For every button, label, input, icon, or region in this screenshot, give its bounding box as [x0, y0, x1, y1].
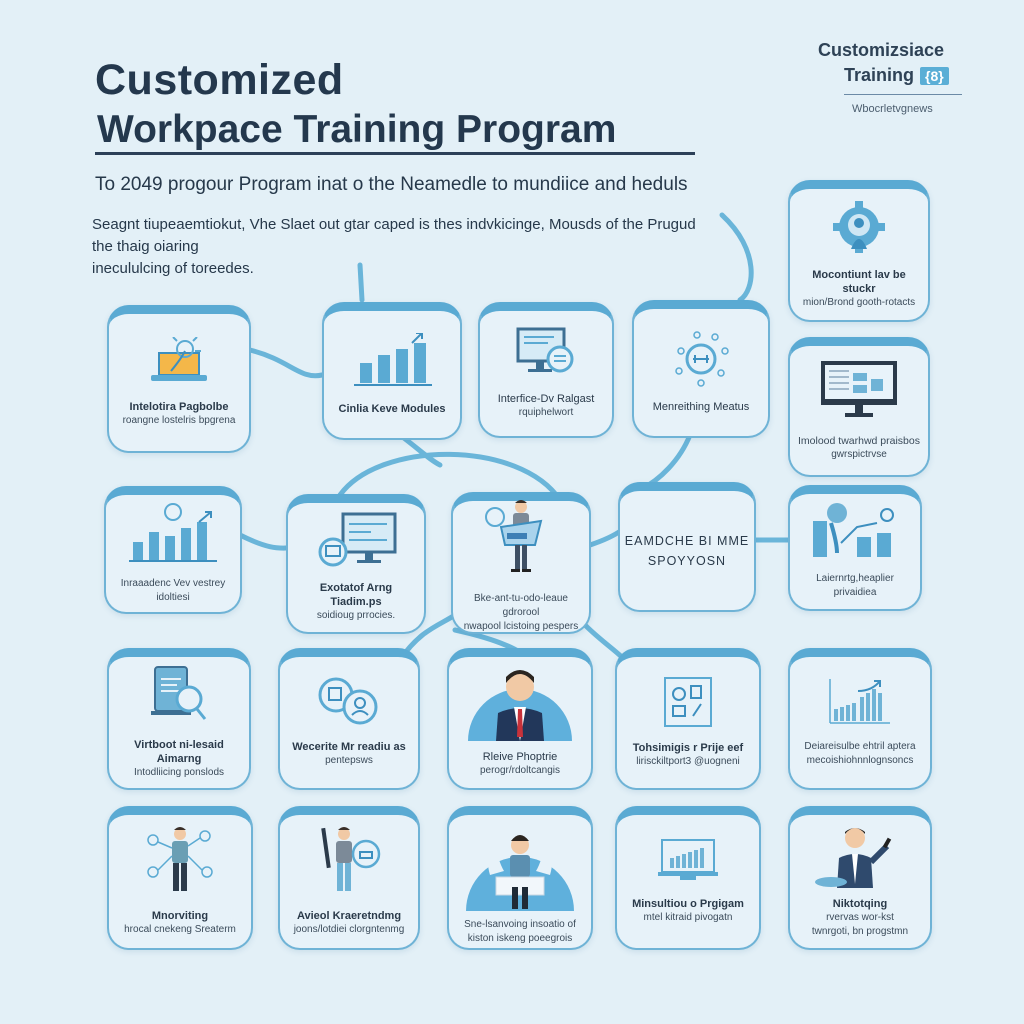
brand-badge-icon: {8} [920, 66, 949, 85]
card-subtitle: pentepsws [325, 755, 373, 766]
card-subtitle: rquiphelwort [518, 407, 574, 418]
card-subtitle: soidioug prrocies. [316, 610, 396, 621]
monitor-chart-icon [656, 838, 720, 889]
module-card[interactable]: Laiernrtg,heaplier privaidiea [788, 485, 922, 611]
module-card[interactable]: Avieol Kraeretndmg joons/lotdiei clorgnt… [278, 806, 420, 950]
card-title: Tohsimigis r Prije eef [632, 742, 744, 754]
network-hub-icon [671, 331, 731, 392]
desktop-dashboard-icon [819, 359, 899, 426]
brand-name: Customizsiace [818, 40, 945, 60]
tablet-search-icon [147, 665, 211, 730]
card-subtitle: hrocal cnekeng Sreaterm [124, 924, 236, 935]
module-card[interactable]: Virtboot ni-lesaid Aimarng Intodliicing … [107, 648, 251, 790]
card-subtitle: mtel kitraid pivogatn [643, 912, 733, 923]
person-tool-icon [314, 826, 384, 901]
card-subtitle: perogr/rdoltcangis [479, 765, 561, 776]
brand-line2: Training {8} [818, 65, 968, 86]
brand-divider [844, 94, 962, 95]
module-card[interactable]: Niktotqing rvervas wor-kst twnrgoti, bn … [788, 806, 932, 950]
card-subtitle: idoltiesi [156, 592, 190, 603]
module-card[interactable]: Bke-ant-tu-odo-leaue gdrorool nwapool lc… [451, 492, 591, 634]
module-card[interactable]: Exotatof Arng Tiadim.ps soidioug prrocie… [286, 494, 426, 634]
person-desk-icon [460, 815, 580, 916]
intro-description: Seagnt tiupeaemtiokut, Vhe Slaet out gta… [92, 214, 772, 280]
monitor-settings-icon [311, 512, 401, 573]
module-card[interactable]: Inraaadenc Vev vestrey idoltiesi [104, 486, 242, 614]
analytics-trend-icon [828, 677, 892, 732]
module-card[interactable]: Interfice-Dv Ralgast rquiphelwort [478, 302, 614, 438]
presenter-icon [815, 824, 905, 893]
intro-desc-line3: inecululcing of toreedes. [92, 260, 254, 277]
person-network-icon [145, 826, 215, 901]
card-title: EAMDCHE BI MME [624, 533, 750, 548]
card-title: Intelotira Pagbolbe [129, 401, 229, 413]
card-title: Imolood twarhwd praisbos [798, 435, 920, 447]
module-card[interactable]: Minsultiou o Prgigam mtel kitraid pivoga… [615, 806, 761, 950]
tools-board-icon [663, 676, 713, 733]
card-title: Exotatof Arng Tiadim.ps [319, 582, 393, 608]
people-circles-icon [316, 677, 382, 732]
card-title: Sne-lsanvoing insoatio of [464, 919, 576, 930]
intro-desc-line1: Seagnt tiupeaemtiokut, Vhe Slaet out gta… [92, 216, 696, 233]
card-title: Mocontiunt lav be stuckr [812, 269, 906, 295]
laptop-lightbulb-icon [147, 336, 211, 392]
module-card[interactable]: Cinlia Keve Modules [322, 302, 462, 440]
bar-chart-growth-icon [350, 332, 434, 394]
card-title: Mnorviting [151, 910, 209, 922]
card-title: Menreithing Meatus [652, 401, 750, 413]
intro-desc-line2: the thaig oiaring [92, 238, 199, 255]
card-title: Interfice-Dv Ralgast [497, 393, 595, 405]
leadership-chart-icon [807, 503, 903, 564]
card-title: Inraaadenc Vev vestrey [120, 578, 226, 589]
brand-subtitle: Wbocrletvgnews [852, 103, 933, 115]
intro-lead: To 2049 progour Program inat o the Neame… [95, 174, 688, 195]
module-card[interactable]: Imolood twarhwd praisbos gwrspictrvse [788, 337, 930, 477]
module-card[interactable]: Tohsimigis r Prije eef lirisckiltport3 @… [615, 648, 761, 790]
card-title: Avieol Kraeretndmg [296, 910, 402, 922]
card-subtitle: nwapool lcistoing pespers [463, 621, 579, 632]
card-subtitle: privaidiea [833, 587, 877, 598]
page-title-line1: Customized [95, 56, 344, 104]
card-subtitle: joons/lotdiei clorgntenmg [293, 924, 405, 935]
card-subtitle: roangne lostelris bpgrena [122, 415, 236, 426]
card-title: Minsultiou o Prgigam [632, 898, 744, 910]
card-title: Cinlia Keve Modules [338, 403, 446, 415]
card-subtitle: rvervas wor-kst [826, 912, 894, 923]
card-subtitle: mion/Brond gooth-rotacts [802, 297, 916, 308]
module-card[interactable]: Intelotira Pagbolbe roangne lostelris bp… [107, 305, 251, 453]
module-card[interactable]: Deiareisulbe ehtril aptera mecoishiohnnl… [788, 648, 932, 790]
module-card[interactable]: Sne-lsanvoing insoatio of kiston iskeng … [447, 806, 593, 950]
brand-training-label: Training [844, 65, 915, 85]
module-card[interactable]: Mnorviting hrocal cnekeng Sreaterm [107, 806, 253, 950]
card-subtitle: Intodliicing ponslods [133, 767, 225, 778]
card-title: Virtboot ni-lesaid Aimarng [134, 739, 224, 765]
card-subtitle: lirisckiltport3 @uogneni [636, 756, 740, 767]
card-title: Laiernrtg,heaplier [816, 573, 894, 584]
card-subtitle: mecoishiohnnlognsoncs [806, 755, 914, 766]
card-subtitle: SPOYYOSN [647, 553, 727, 568]
monitor-search-icon [514, 327, 578, 384]
card-subtitle-extra: twnrgoti, bn progstmn [811, 926, 909, 937]
page-title-line2: Workpace Training Program [97, 108, 617, 151]
businessman-portrait-icon [460, 657, 580, 746]
card-subtitle: kiston iskeng poeegrois [467, 933, 573, 944]
card-subtitle: gwrspictrvse [831, 449, 887, 460]
card-title: Deiareisulbe ehtril aptera [804, 741, 916, 752]
card-title: Wecerite Mr readiu as [292, 741, 406, 753]
card-title: Niktotqing [832, 898, 888, 910]
card-title: Bke-ant-tu-odo-leaue gdrorool [474, 593, 568, 618]
module-card[interactable]: Rleive Phoptrie perogr/rdoltcangis [447, 648, 593, 790]
module-card[interactable]: Wecerite Mr readiu as pentepsws [278, 648, 420, 790]
card-title: Rleive Phoptrie [482, 751, 558, 763]
module-card[interactable]: Mocontiunt lav be stuckr mion/Brond goot… [788, 180, 930, 322]
brand-logo: Customizsiace Training {8} Wbocrletvgnew… [818, 40, 968, 115]
bar-chart-arrow-icon [127, 502, 219, 569]
gear-person-icon [829, 199, 889, 260]
person-laptop-icon [481, 499, 561, 584]
title-underline [95, 152, 695, 155]
module-card[interactable]: Menreithing Meatus [632, 300, 770, 438]
module-card[interactable]: EAMDCHE BI MME SPOYYOSN [618, 482, 756, 612]
